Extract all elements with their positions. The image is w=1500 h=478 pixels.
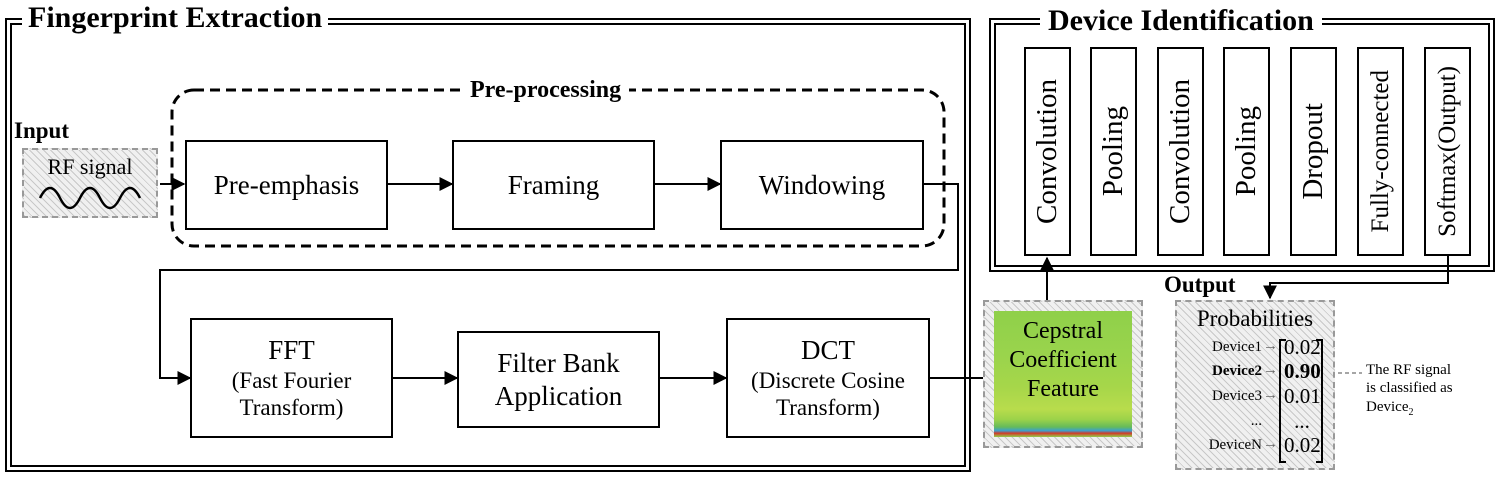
cnn-layer-label: Pooling [1097,106,1129,197]
cnn-layer-label: Pooling [1230,106,1262,197]
cnn-layer-label: Convolution [1164,78,1196,224]
cnn-layer-label: Convolution [1031,78,1063,224]
preprocessing-label: Pre-processing [462,77,630,104]
probability-value: 0.90 [1284,359,1321,383]
probability-device-label: Device3 [1212,388,1262,404]
probability-device-label: ... [1250,413,1262,429]
rf-signal-block: RF signal [22,148,158,218]
probability-value: ... [1294,409,1310,433]
framing-label: Framing [507,169,600,200]
probability-vector-brackets [1279,339,1323,463]
probability-value: 0.02 [1284,335,1321,359]
cnn-layer-softmax-output: Softmax(Output) [1424,47,1471,256]
framing-block: Framing [452,140,655,230]
dct-block: DCT (Discrete Cosine Transform) [726,318,930,438]
cnn-layer-convolution: Convolution [1157,47,1204,256]
probability-device-label: Device2 [1212,363,1262,379]
pre-emphasis-block: Pre-emphasis [185,140,388,230]
arrow-right-icon: → [1263,362,1278,378]
probability-value: 0.01 [1284,384,1321,408]
note-line-3: Device2 [1366,398,1453,419]
cnn-layer-pooling: Pooling [1223,47,1270,256]
filter-bank-line-1: Filter Bank [497,348,620,379]
windowing-label: Windowing [758,169,886,200]
arrow-windowing-to-fft [159,183,959,385]
fingerprint-extraction-title: Fingerprint Extraction [22,1,329,35]
note-device: Device [1366,398,1409,415]
cnn-layer-label: Fully-connected [1366,70,1394,233]
dct-title: DCT [801,335,855,366]
fft-title: FFT [268,335,315,366]
sine-wave-icon [38,186,142,210]
note-line-1: The RF signal [1366,362,1451,378]
arrow-right-icon: → [1263,436,1278,452]
probability-device-label: DeviceN [1208,437,1262,453]
fft-block: FFT (Fast Fourier Transform) [190,318,393,438]
cepstral-feature-line-1: Cepstral [1023,318,1103,344]
input-label: Input [14,118,69,143]
cnn-layer-convolution: Convolution [1024,47,1071,256]
cepstral-feature-heatmap: Cepstral Coefficient Feature [994,311,1132,437]
arrow-right-icon: → [1263,387,1278,403]
classification-note: The RF signal is classified as Device2 [1366,361,1453,419]
fingerprint-frame-inner [10,23,966,467]
cnn-layer-label: Softmax(Output) [1433,66,1461,237]
dct-subtitle-2: Transform) [776,395,880,421]
cnn-layer-pooling: Pooling [1090,47,1137,256]
filter-bank-line-2: Application [494,380,623,411]
note-device-subscript: 2 [1408,406,1414,418]
fft-subtitle-1: (Fast Fourier [231,367,352,393]
probabilities-panel [1175,300,1335,470]
fingerprint-frame-outer [5,18,971,472]
output-label: Output [1164,272,1236,297]
probability-device-label: Device1 [1212,339,1262,355]
cnn-layer-dropout: Dropout [1290,47,1337,256]
preprocessing-frame [170,88,946,248]
filter-bank-block: Filter Bank Application [457,331,660,428]
note-line-2: is classified as [1366,380,1453,397]
device-identification-title: Device Identification [1040,4,1322,38]
rf-signal-label: RF signal [47,154,133,179]
fft-subtitle-2: Transform) [239,395,344,421]
arrow-right-icon: → [1263,338,1278,354]
cepstral-feature-line-2: Coefficient [1009,346,1117,373]
cepstral-feature-line-3: Feature [1027,375,1099,402]
windowing-block: Windowing [720,140,924,230]
arrow-softmax-to-output [1263,256,1449,300]
cnn-layer-label: Dropout [1297,103,1329,200]
probabilities-title: Probabilities [1196,306,1314,331]
probability-value: 0.02 [1284,433,1321,457]
pre-emphasis-label: Pre-emphasis [213,169,360,200]
dct-subtitle-1: (Discrete Cosine [751,367,905,393]
cnn-layer-fully-connected: Fully-connected [1357,47,1404,256]
